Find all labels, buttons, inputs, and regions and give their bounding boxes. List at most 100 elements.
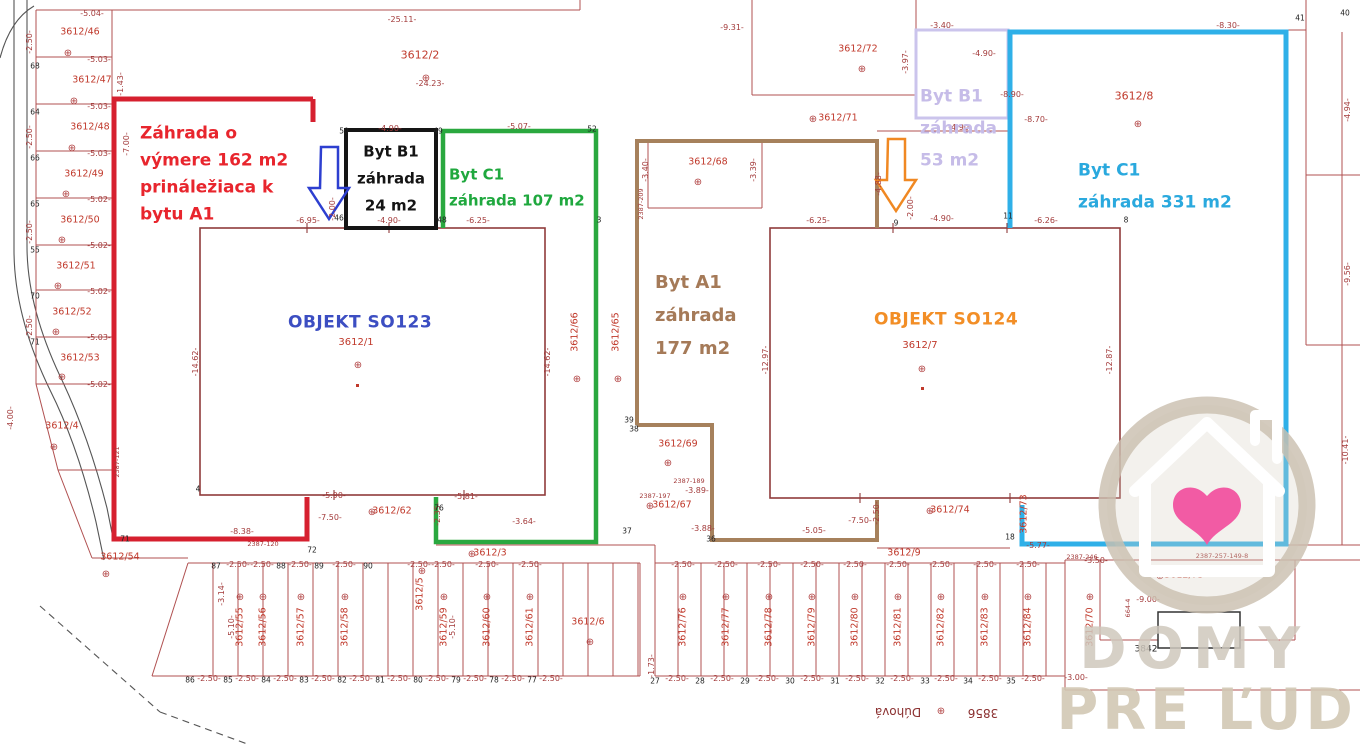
building-so123-label: OBJEKT SO123 (288, 312, 433, 333)
point-number-label: 46 (334, 213, 344, 223)
plus-circle-marker-icon: ⊕ (101, 569, 111, 580)
parcel-number-label: 3612/67 (652, 499, 692, 511)
point-number-label: 35 (1006, 676, 1016, 686)
garden-a1-brown-line2: záhrada (655, 305, 737, 326)
garden-a1-note-line3: prináležiaca k (140, 177, 274, 198)
point-number-label: 8 (1123, 215, 1129, 225)
plus-circle-marker-icon: ⊕ (525, 592, 535, 603)
point-number-label: 71 (30, 337, 40, 347)
plus-circle-marker-icon: ⊕ (721, 592, 731, 603)
dimension-label: -5.03- (87, 333, 111, 342)
garden-b1-lavender-line1: Byt B1 (920, 86, 983, 107)
point-number-label: 31 (830, 676, 840, 686)
dimension-label: -2.50- (800, 674, 824, 683)
plus-circle-marker-icon: ⊕ (585, 637, 595, 648)
dimension-label: -3.50- (1084, 556, 1108, 565)
dimension-label: -2.50- (311, 674, 335, 683)
dimension-label: -5.02- (87, 241, 111, 250)
plus-circle-marker-icon: ⊕ (925, 506, 935, 517)
garden-a1-brown-line1: Byt A1 (655, 272, 722, 293)
garden-a1-note-line1: Záhrada o (140, 123, 237, 144)
point-number-label: 9 (893, 218, 899, 228)
dimension-label: -2.50- (1021, 674, 1045, 683)
dimension-label: -8.90- (1000, 90, 1024, 99)
garden-a1-brown-line3: 177 m2 (655, 338, 731, 359)
point-number-label: 87 (211, 561, 221, 571)
dimension-label: -2.50- (800, 560, 824, 569)
garden-a1-note-line4: bytu A1 (140, 204, 215, 225)
dimension-label: -2.50- (890, 674, 914, 683)
point-number-label: 79 (451, 675, 461, 685)
small-building-outline (1157, 611, 1241, 649)
parcel-number-label: 3612/2 (400, 48, 440, 62)
point-number-label: 70 (30, 291, 40, 301)
parcel-number-label: 3612/4 (45, 420, 79, 432)
plus-circle-marker-icon: ⊕ (1085, 592, 1095, 603)
dimension-label: -2.50- (273, 674, 297, 683)
plus-circle-marker-icon: ⊕ (51, 327, 61, 338)
dimension-label: -6.25- (806, 216, 830, 225)
dimension-label: -2.50- (710, 674, 734, 683)
plus-circle-marker-icon: ⊕ (917, 364, 927, 375)
parcel-number-label: 3612/68 (688, 156, 728, 168)
dimension-label: -5.90- (322, 491, 346, 500)
point-number-label: 33 (920, 676, 930, 686)
down-arrow-blue-icon (306, 145, 352, 222)
parcel-number-label: 3612/9 (887, 547, 921, 559)
dimension-label: -2.50- (845, 674, 869, 683)
dimension-label: -5.77- (1026, 541, 1050, 550)
point-number-label: 68 (30, 61, 40, 71)
dimension-label: -8.70- (1024, 115, 1048, 124)
plus-circle-marker-icon: ⊕ (467, 549, 477, 560)
point-number-label: 50 (339, 126, 349, 136)
point-number-label: 77 (527, 675, 537, 685)
point-number-label: 72 (307, 545, 317, 555)
dimension-label: -5.07- (507, 122, 531, 131)
dimension-label: -5.05- (802, 526, 826, 535)
building-so124-label: OBJEKT SO124 (874, 309, 1019, 330)
point-number-label: 11 (1003, 211, 1013, 221)
plus-circle-marker-icon: ⊕ (678, 592, 688, 603)
dimension-label: -2.50- (755, 674, 779, 683)
plus-circle-marker-icon: ⊕ (808, 114, 818, 125)
dimension-label: -2.50- (843, 560, 867, 569)
dimension-label: -2.50- (349, 674, 373, 683)
plus-circle-marker-icon: ⊕ (439, 592, 449, 603)
plus-circle-marker-icon: ⊕ (258, 592, 268, 603)
garden-c1-cyan-line2: záhrada 331 m2 (1078, 192, 1232, 213)
dimension-label: -3.88- (691, 524, 715, 533)
dimension-label: -3.89- (685, 486, 709, 495)
dimension-label: -2.50- (973, 560, 997, 569)
plus-circle-marker-icon: ⊕ (67, 143, 77, 154)
dimension-label: -2.50- (288, 560, 312, 569)
point-number-label: 39 (624, 415, 634, 425)
survey-ref-label: 2387-246 (1066, 552, 1098, 561)
point-number-label: 34 (963, 676, 973, 686)
plus-circle-marker-icon: ⊕ (340, 592, 350, 603)
dimension-label: -2.50- (671, 560, 695, 569)
point-number-label: 37 (622, 526, 632, 536)
parcel-number-label: 3612/7 (902, 340, 938, 351)
parcel-number-label: 3612/48 (70, 121, 110, 133)
building-center-dots (356, 384, 924, 390)
parcel-number-label: 3612/72 (838, 43, 878, 55)
survey-ref-label: 2387-120 (247, 539, 279, 548)
point-number-label: 28 (695, 676, 705, 686)
point-number-label: 29 (740, 676, 750, 686)
dimension-label: -2.50- (501, 674, 525, 683)
dimension-label: -7.50- (848, 516, 872, 525)
plus-circle-marker-icon: ⊕ (63, 48, 73, 59)
dimension-label: -2.50- (518, 560, 542, 569)
dimension-label: -5.03- (87, 55, 111, 64)
dimension-label: -2.50- (978, 674, 1002, 683)
dimension-label: -5.02- (87, 380, 111, 389)
dimension-label: -25.11- (387, 15, 417, 24)
garden-b1-label-line3: 24 m2 (364, 196, 418, 215)
garden-b1-lavender-line2: záhrada (920, 118, 997, 139)
plus-circle-marker-icon: ⊕ (936, 592, 946, 603)
dimension-label: -5.03- (87, 149, 111, 158)
dimension-label: -2.50- (407, 560, 431, 569)
point-number-label: 66 (30, 153, 40, 163)
